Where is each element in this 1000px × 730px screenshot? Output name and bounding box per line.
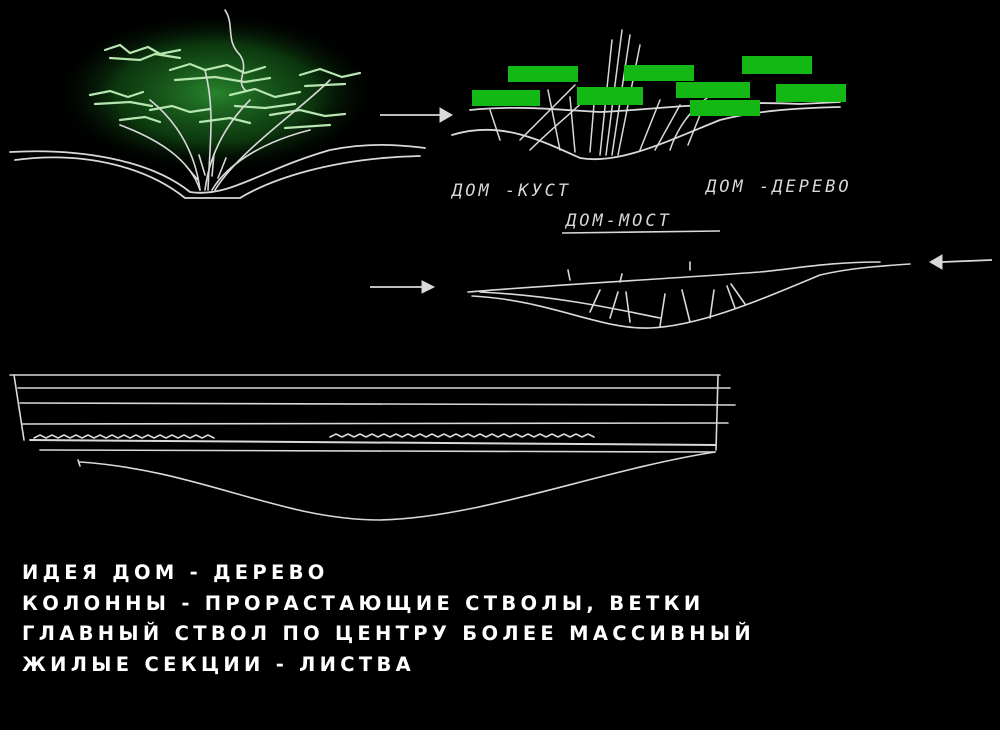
caption-main-trunk: ГЛАВНЫЙ СТВОЛ ПО ЦЕНТРУ БОЛЕЕ МАССИВНЫЙ <box>22 622 755 645</box>
leaf-block <box>742 56 812 74</box>
arrow-right-icon <box>380 107 453 123</box>
arrow-right-icon <box>370 280 436 294</box>
leaf-block <box>508 66 578 82</box>
leaf-blocks <box>472 56 846 116</box>
label-dom-derevo: ДОМ -ДЕРЕВО <box>704 177 852 197</box>
caption-block: ИДЕЯ ДОМ - ДЕРЕВО КОЛОННЫ - ПРОРАСТАЮЩИЕ… <box>22 558 982 680</box>
label-dom-most: ДОМ-МОСТ <box>564 211 672 231</box>
canopy-glow <box>65 18 365 168</box>
section-sketch <box>9 374 736 521</box>
sketch-labels: ДОМ -КУСТ ДОМ -ДЕРЕВО ДОМ-МОСТ <box>450 177 852 234</box>
label-underline <box>561 230 721 234</box>
tree-trunk <box>119 9 331 191</box>
bridge-sketch <box>467 261 911 329</box>
label-dom-kust: ДОМ -КУСТ <box>450 181 571 201</box>
house-tree-ground <box>451 101 841 160</box>
arrow-left-icon <box>929 254 993 270</box>
leaf-block <box>776 84 846 102</box>
leaf-block <box>577 87 643 105</box>
tree-sketch <box>9 9 426 199</box>
tree-ground <box>9 143 426 199</box>
caption-columns: КОЛОННЫ - ПРОРАСТАЮЩИЕ СТВОЛЫ, ВЕТКИ <box>22 591 705 615</box>
leaf-block <box>472 90 540 106</box>
caption-idea: ИДЕЯ ДОМ - ДЕРЕВО <box>22 561 329 584</box>
leaf-block <box>690 100 760 116</box>
leaf-block <box>676 82 750 98</box>
leaf-block <box>624 65 694 81</box>
caption-living-sections: ЖИЛЫЕ СЕКЦИИ - ЛИСТВА <box>22 652 416 676</box>
